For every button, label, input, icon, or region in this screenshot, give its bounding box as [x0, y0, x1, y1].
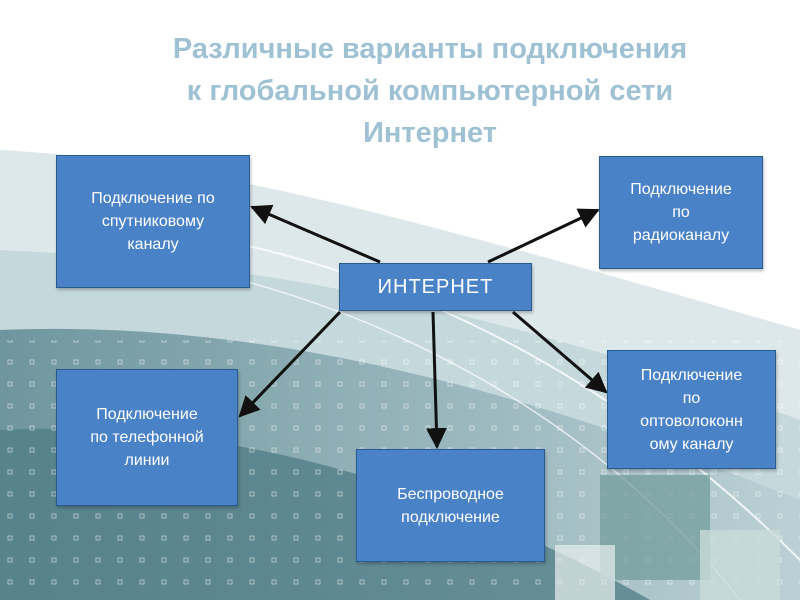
internet-node: ИНТЕРНЕТ	[339, 263, 532, 311]
radio-line-2: по	[672, 204, 690, 221]
satellite-node: Подключение по спутниковому каналу	[56, 155, 250, 288]
arrow-to-radio	[487, 208, 600, 264]
radio-node: Подключение по радиоканалу	[599, 156, 763, 269]
phone-line-2: по телефонной	[90, 429, 204, 446]
fiber-node: Подключение по оптоволоконн ому каналу	[607, 350, 776, 469]
fiber-line-3: оптоволоконн	[640, 412, 743, 430]
wireless-line-1: Беспроводное	[397, 485, 504, 503]
title-line-1: Различные варианты подключения	[172, 33, 688, 65]
fiber-line-4: ому каналу	[649, 435, 734, 453]
internet-node-label: ИНТЕРНЕТ	[377, 275, 494, 298]
arrow-to-fiber	[512, 310, 608, 394]
phone-node: Подключение по телефонной линии	[56, 369, 238, 506]
arrow-to-satellite	[250, 204, 381, 264]
satellite-line-1: Подключение по	[91, 190, 215, 207]
fiber-line-1: Подключение	[640, 366, 743, 384]
radio-line-1: Подключение	[630, 181, 732, 198]
title-line-2: к глобальной компьютерной сети	[186, 75, 674, 107]
radio-line-3: радиоканалу	[632, 227, 730, 244]
phone-line-3: линии	[124, 452, 170, 469]
satellite-line-3: каналу	[127, 236, 179, 253]
wireless-node: Беспроводное подключение	[356, 449, 545, 562]
page-title: Различные варианты подключения к глобаль…	[100, 28, 760, 154]
arrow-to-phone	[238, 310, 342, 418]
satellite-line-2: спутниковому	[101, 213, 205, 230]
phone-line-1: Подключение	[96, 406, 198, 423]
title-line-3: Интернет	[363, 117, 497, 149]
arrow-to-wireless	[425, 311, 447, 450]
wireless-line-2: подключение	[401, 508, 500, 526]
fiber-line-2: по	[682, 389, 701, 407]
